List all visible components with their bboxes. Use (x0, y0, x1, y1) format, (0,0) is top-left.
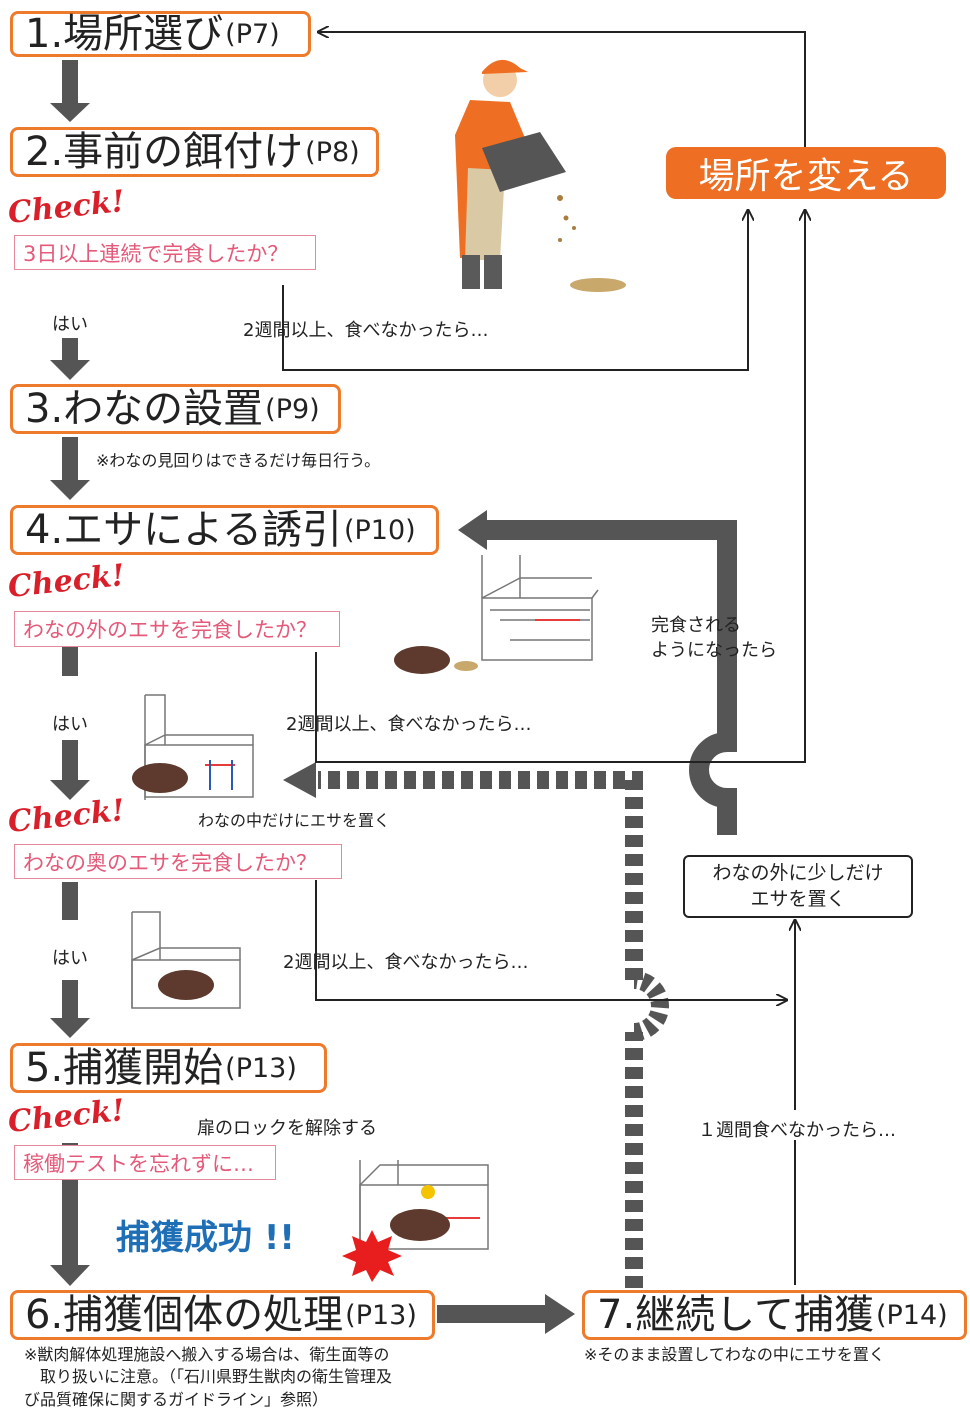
boar-icon-1 (394, 646, 450, 674)
step-3-trap-setup: 3.わなの設置(P9) (10, 384, 341, 434)
thin-lines (282, 32, 805, 1285)
step-5-capture-start: 5.捕獲開始(P13) (10, 1043, 327, 1093)
step-6-ref: (P13) (345, 1299, 417, 1331)
note-step6-line-2: 取り扱いに注意。（「石川県野生獣肉の衛生管理及 (24, 1367, 393, 1387)
yes-label-1: はい (52, 314, 88, 335)
unlock-door-text: 扉のロックを解除する (197, 1118, 377, 1139)
farmer-illustration (455, 59, 626, 292)
check-question-1: 3日以上連続で完食したか？ (14, 235, 316, 270)
arrow-6-to-7 (437, 1294, 575, 1334)
step-7-continue-capture: 7.継続して捕獲(P14) (582, 1290, 967, 1340)
fail-text-1: 2週間以上、食べなかったら… (243, 320, 489, 341)
step-5-label: 5.捕獲開始 (25, 1045, 224, 1091)
capture-success-text: 捕獲成功 !! (116, 1218, 295, 1258)
step-6-label: 6.捕獲個体の処理 (25, 1292, 344, 1338)
boar-icon-2 (132, 763, 188, 793)
check-question-2: わなの外のエサを完食したか？ (14, 611, 340, 647)
fail-text-2: 2週間以上、食べなかったら… (286, 714, 532, 735)
yes-label-3: はい (52, 948, 88, 969)
trap-illustration-2 (144, 694, 254, 800)
step-4-label: 4.エサによる誘引 (25, 507, 342, 553)
one-week-text: １週間食べなかったら… (698, 1120, 896, 1141)
step-3-label: 3.わなの設置 (25, 386, 264, 432)
step-5-ref: (P13) (225, 1052, 297, 1084)
yes-label-2: はい (52, 714, 88, 735)
place-little-outside-line-2: エサを置く (750, 887, 846, 910)
step-7-label: 7.継続して捕獲 (597, 1292, 874, 1338)
step-4-lure: 4.エサによる誘引(P10) (10, 505, 439, 555)
when-eaten-line-1: 完食される (651, 615, 741, 636)
burst-icon (342, 1230, 402, 1282)
dashed-arrow-inside-trap (283, 762, 669, 1288)
note-step6-line-1: ※獣肉解体処理施設へ搬入する場合は、衛生面等の (24, 1345, 390, 1364)
fail-text-3: 2週間以上、食べなかったら… (283, 952, 529, 973)
step-6-processing: 6.捕獲個体の処理(P13) (10, 1290, 435, 1340)
boar-icon-3 (158, 970, 214, 1000)
note-step3: ※わなの見回りはできるだけ毎日行う。 (96, 451, 381, 470)
arrow-back-to-step4-head (458, 510, 487, 550)
alert-icon (421, 1185, 435, 1199)
trap-illustration-4 (359, 1160, 489, 1255)
note-step6: ※獣肉解体処理施設へ搬入する場合は、衛生面等の 取り扱いに注意。（「石川県野生獣… (24, 1344, 392, 1411)
step-2-label: 2.事前の餌付け (25, 129, 304, 175)
step-2-pre-baiting: 2.事前の餌付け(P8) (10, 127, 379, 177)
change-location-box: 場所を変える (666, 147, 946, 199)
bait-icon-1 (454, 661, 478, 671)
trap-illustration-3 (131, 911, 241, 1009)
step-1-label: 1.場所選び (25, 11, 224, 57)
step-1-ref: (P7) (225, 18, 280, 50)
place-little-outside-box: わなの外に少しだけ エサを置く (683, 855, 913, 918)
step-7-ref: (P14) (875, 1299, 948, 1331)
arrow-back-to-step4 (485, 520, 737, 835)
check-question-3: わなの奥のエサを完食したか？ (14, 844, 342, 879)
place-inside-trap-text: わなの中だけにエサを置く (198, 811, 391, 830)
place-little-outside-line-1: わなの外に少しだけ (712, 861, 884, 884)
step-3-ref: (P9) (265, 393, 320, 425)
step-1-place-selection: 1.場所選び(P7) (10, 11, 311, 57)
trap-illustration-1 (481, 555, 599, 661)
boar-icon-4 (390, 1209, 450, 1241)
step-2-ref: (P8) (305, 136, 360, 168)
check-question-4: 稼働テストを忘れずに… (14, 1145, 276, 1180)
step-4-ref: (P10) (343, 514, 416, 546)
note-step7: ※そのまま設置してわなの中にエサを置く (584, 1345, 885, 1364)
note-step6-line-3: び品質確保に関するガイドライン」参照） (24, 1389, 329, 1409)
when-eaten-line-2: ようになったら (651, 640, 777, 661)
